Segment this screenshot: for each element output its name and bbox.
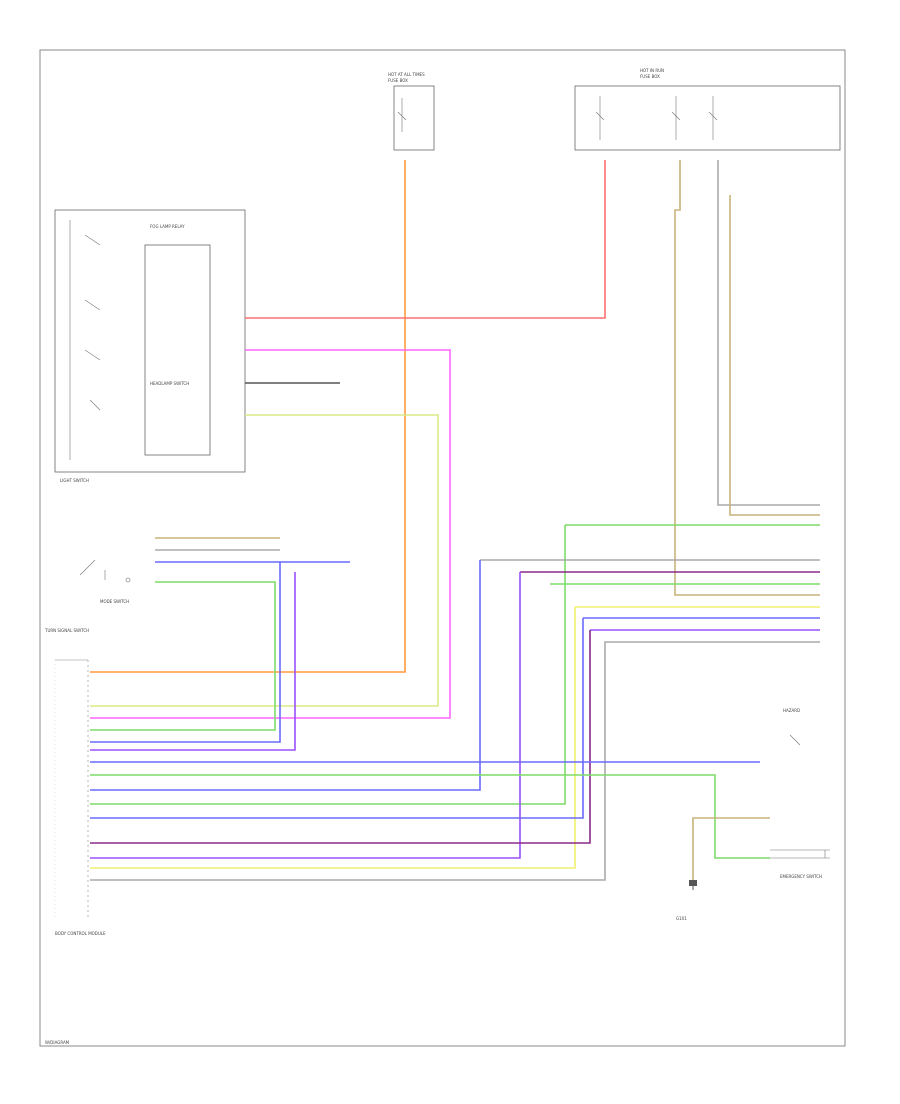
wire-violet-27 xyxy=(90,572,296,751)
fuse-right-sub: FUSE BOX xyxy=(640,74,660,79)
wire-gray-16 xyxy=(90,641,820,881)
emergency-switch: EMERGENCY SWITCH HAZARD xyxy=(770,708,830,879)
wire-pink-2 xyxy=(90,349,451,719)
fog-lamp-relay-label: FOG LAMP RELAY xyxy=(150,224,185,229)
wire-green-25 xyxy=(90,581,276,731)
body-control-label: BODY CONTROL MODULE xyxy=(55,931,106,936)
wire-tan-30 xyxy=(692,817,770,880)
fuse-block-left: HOT AT ALL TIMES FUSE BOX xyxy=(388,72,435,151)
hazard-label: HAZARD xyxy=(783,708,800,713)
wire-gray-6 xyxy=(717,160,820,506)
wires-layer xyxy=(90,160,820,881)
wire-yellow-19 xyxy=(90,607,576,869)
wire-blue-26 xyxy=(90,562,281,743)
fuse-left-sub: FUSE BOX xyxy=(388,78,408,83)
body-control-module: BODY CONTROL MODULE xyxy=(54,659,106,936)
turn-signal-switch: TURN SIGNAL SWITCH MODE SWITCH xyxy=(44,559,131,633)
wire-yellow_green-3 xyxy=(90,414,439,707)
wire-red-1 xyxy=(245,160,606,319)
ground-icon xyxy=(689,880,697,886)
wire-violet-18 xyxy=(90,572,521,859)
fuse-left-title: HOT AT ALL TIMES xyxy=(388,72,425,77)
wire-purple-21 xyxy=(90,630,591,844)
wire-green-9 xyxy=(90,525,566,805)
light-switch-label: LIGHT SWITCH xyxy=(60,478,89,483)
wire-blue-20 xyxy=(90,618,584,819)
diagram-frame xyxy=(39,49,846,1047)
headlamp-switch-label: HEADLAMP SWITCH xyxy=(150,381,189,386)
ground-label: G101 xyxy=(676,916,687,921)
mode-switch-label: MODE SWITCH xyxy=(100,599,129,604)
wire-orange-0 xyxy=(90,160,406,673)
fuse-block-right: HOT IN RUN FUSE BOX xyxy=(574,68,841,151)
ground-point: G101 xyxy=(676,880,697,921)
light-switch-module: LIGHT SWITCH FOG LAMP RELAY HEADLAMP SWI… xyxy=(54,209,246,483)
fuse-right-title: HOT IN RUN xyxy=(640,68,664,73)
emergency-switch-label: EMERGENCY SWITCH xyxy=(780,874,822,879)
wire-tan-7 xyxy=(729,195,820,516)
wire-blue-17 xyxy=(90,560,481,791)
footer-label: W/DIAGRAM xyxy=(45,1040,70,1045)
turn-signal-switch-label: TURN SIGNAL SWITCH xyxy=(44,628,89,633)
wire-tan-5 xyxy=(674,160,820,596)
wire-green-29 xyxy=(90,774,770,859)
